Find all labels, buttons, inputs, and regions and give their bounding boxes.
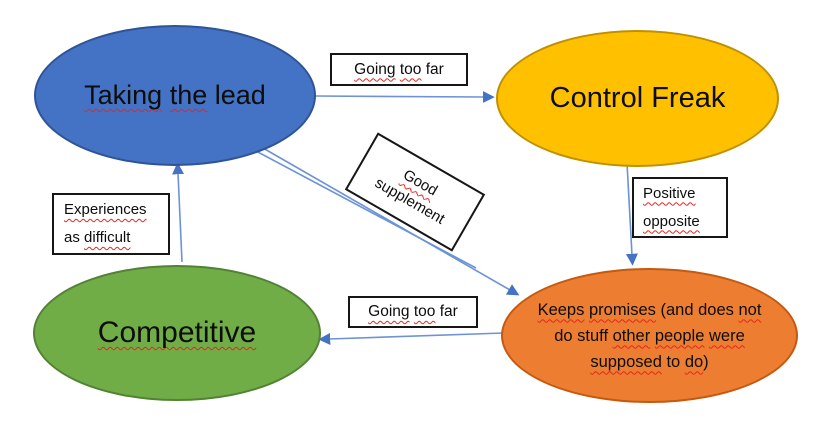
node-keeps-promises-label: Keeps promises (and does not do stuff ot…	[537, 300, 762, 371]
connector-control-freak-to-keeps-promises	[625, 162, 638, 266]
edge-label-positive-opposite-text: Positive opposite	[643, 184, 700, 230]
connector-keeps-promises-to-competitive	[318, 332, 505, 345]
connector-taking-to-control-freak	[313, 90, 495, 103]
node-control-freak-label: Control Freak	[549, 82, 726, 114]
edge-label-going-too-far-bottom: Going too far	[348, 296, 478, 328]
edge-label-going-too-far-bottom-text: Going too far	[368, 303, 458, 320]
node-competitive-label: Competitive	[97, 316, 257, 349]
connector-taking-to-keeps-promises-double-line	[253, 149, 477, 269]
connector-competitive-to-taking	[172, 162, 185, 263]
edge-label-going-too-far-top-text: Going too far	[354, 60, 444, 78]
node-taking-the-lead: Taking the lead	[34, 25, 316, 166]
edge-label-positive-opposite: Positive opposite	[632, 177, 728, 238]
connector-taking-to-keeps-promises	[255, 143, 520, 296]
edge-label-going-too-far-top: Going too far	[330, 53, 468, 86]
node-competitive: Competitive	[33, 265, 321, 401]
node-control-freak: Control Freak	[496, 30, 779, 167]
edge-label-experiences-as-difficult-text: Experiences as difficult	[64, 201, 147, 246]
node-keeps-promises: Keeps promises (and does not do stuff ot…	[501, 268, 798, 403]
edge-label-experiences-as-difficult: Experiences as difficult	[52, 193, 170, 255]
node-taking-the-lead-label: Taking the lead	[84, 80, 266, 110]
